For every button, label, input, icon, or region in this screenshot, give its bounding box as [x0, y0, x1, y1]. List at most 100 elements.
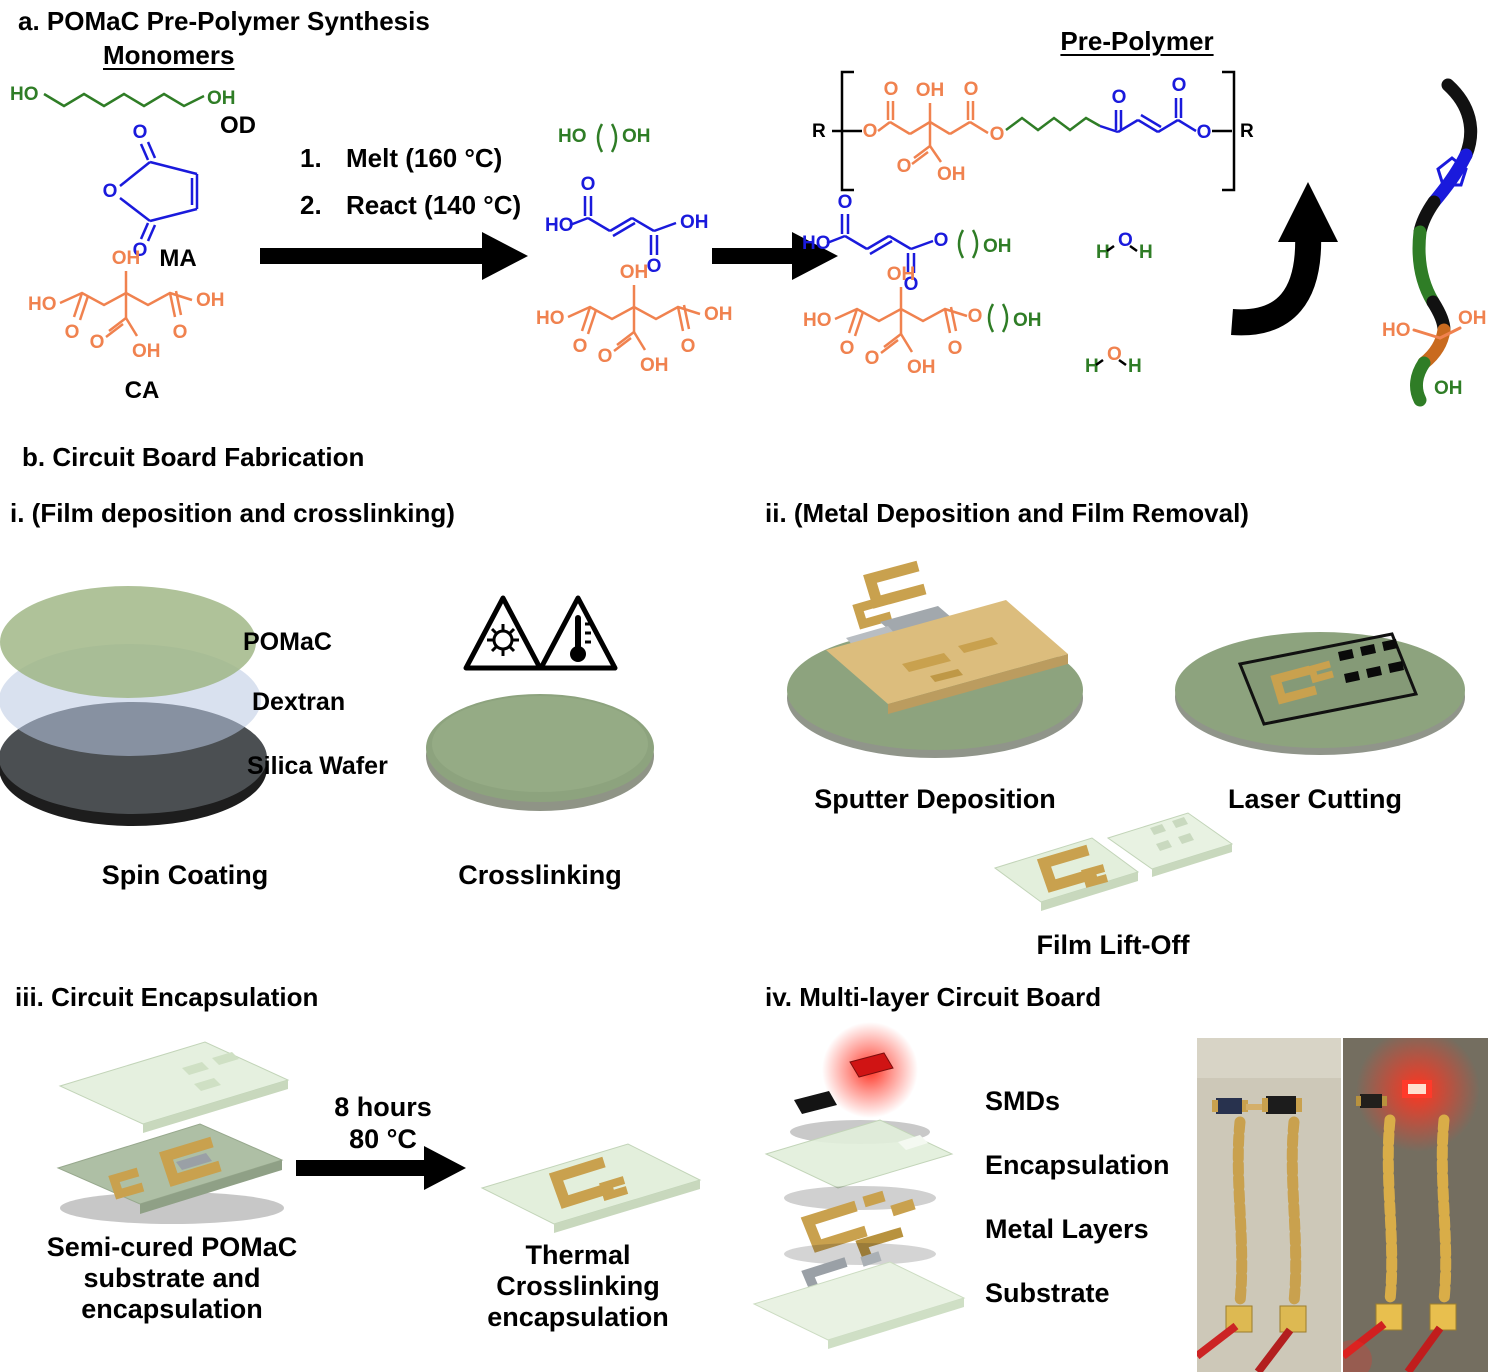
atom-label: OH — [704, 304, 733, 325]
step-iii-title: iii. Circuit Encapsulation — [15, 982, 319, 1012]
atom-label: O — [681, 336, 696, 357]
atom-label: OH — [112, 248, 141, 269]
heat-warning-icon — [538, 595, 618, 671]
atom-label: O — [964, 79, 979, 100]
atom-label: OH — [680, 212, 709, 233]
layer-label-pomac: POMaC — [243, 628, 332, 656]
atom-label: R — [1240, 121, 1254, 142]
black-smd — [794, 1091, 837, 1114]
atom-label: HO — [545, 215, 574, 236]
atom-label: OH — [887, 264, 916, 285]
od-label: OD — [220, 112, 256, 139]
atom-label: OH — [620, 262, 649, 283]
atom-label: O — [103, 181, 118, 202]
polymer-strand — [1410, 78, 1478, 407]
crosslinked-disc — [426, 694, 654, 811]
atom-label: O — [647, 256, 662, 277]
step2-number: 2. — [300, 190, 322, 220]
condensation-arrow — [1231, 182, 1338, 336]
atom-label: OH — [132, 341, 161, 362]
label-metal-layers: Metal Layers — [985, 1214, 1149, 1244]
spin-coating-stack — [0, 586, 267, 826]
citrate-ester-structure: HO O O OH O OH O OH — [803, 264, 1042, 378]
caption-line: Crosslinking — [496, 1271, 660, 1301]
layer-label-wafer: Silica Wafer — [247, 752, 388, 780]
multilayer-exploded-render — [752, 1022, 966, 1349]
polymer-strand-labels: HO OH OH — [1382, 308, 1487, 399]
ma-label: MA — [159, 245, 196, 272]
red-smd — [849, 1052, 894, 1078]
atom-label: O — [863, 121, 878, 142]
label-encapsulation: Encapsulation — [985, 1150, 1170, 1180]
sputter-deposition-render — [787, 560, 1083, 758]
atom-label: HO — [28, 294, 57, 315]
atom-label: OH — [640, 355, 669, 376]
fumarate-ester-structure: O HO O O OH — [802, 192, 1012, 295]
caption-laser: Laser Cutting — [1227, 784, 1403, 814]
laser-cutting-render — [1175, 632, 1465, 755]
thermal-arrow — [296, 1146, 466, 1190]
reaction-conditions: 1. Melt (160 °C) 2. React (140 °C) — [300, 143, 521, 221]
atom-label: OH — [937, 164, 966, 185]
atom-label: O — [865, 348, 880, 369]
semicured-stack-render — [56, 1041, 290, 1224]
monomers-heading: Monomers — [103, 40, 235, 70]
atom-label: R — [812, 121, 826, 142]
atom-label: O — [897, 156, 912, 177]
prepolymer-heading: Pre-Polymer — [1060, 26, 1214, 56]
caption-thermal: Thermal Crosslinking encapsulation — [487, 1240, 669, 1333]
atom-label: O — [1118, 230, 1133, 251]
atom-label: O — [904, 274, 919, 295]
substrate-layer — [752, 1261, 966, 1341]
step-iv-title: iv. Multi-layer Circuit Board — [765, 982, 1102, 1012]
atom-label: HO — [802, 233, 831, 254]
atom-label: OH — [907, 357, 936, 378]
atom-label: O — [934, 230, 949, 251]
thermal-crosslinked-render — [480, 1143, 702, 1233]
condition-hours: 8 hours — [334, 1092, 432, 1122]
atom-label: O — [573, 336, 588, 357]
atom-label: OH — [983, 236, 1012, 257]
atom-label: O — [65, 322, 80, 343]
caption-line: substrate and — [83, 1263, 261, 1293]
atom-label: O — [581, 174, 596, 195]
diol-abbrev-structure: HO OH — [558, 123, 651, 153]
reaction-arrow-2 — [712, 232, 838, 280]
caption-spin-coating: Spin Coating — [101, 860, 269, 890]
atom-label: OH — [207, 88, 236, 109]
encapsulation-layer — [764, 1119, 954, 1189]
fumaric-acid-structure: O HO O OH — [545, 174, 709, 277]
caption-line: Thermal — [525, 1240, 631, 1270]
atom-label: H — [1096, 242, 1110, 263]
water-molecule-1: H O H — [1096, 230, 1153, 263]
panel-b-title: b. Circuit Board Fabrication — [22, 442, 365, 472]
atom-label: OH — [622, 126, 651, 147]
caption-line: encapsulation — [487, 1302, 669, 1332]
caption-liftoff: Film Lift-Off — [1036, 930, 1190, 960]
panel-a-title: a. POMaC Pre-Polymer Synthesis — [18, 6, 430, 36]
atom-label: HO — [803, 310, 832, 331]
ca-structure-2: HO O O OH O OH OH — [536, 262, 733, 376]
step1-text: Melt (160 °C) — [346, 143, 503, 173]
strand-ring-icon — [1436, 156, 1468, 187]
layer-label-dextran: Dextran — [252, 688, 346, 716]
water-molecule-2: H O H — [1085, 344, 1142, 377]
label-substrate: Substrate — [985, 1278, 1110, 1308]
caption-crosslinking: Crosslinking — [458, 860, 622, 890]
atom-label: O — [990, 124, 1005, 145]
atom-label: O — [1112, 87, 1127, 108]
atom-label: O — [90, 332, 105, 353]
atom-label: OH — [1013, 310, 1042, 331]
label-smds: SMDs — [985, 1086, 1061, 1116]
atom-label: O — [838, 192, 853, 213]
atom-label: HO — [10, 84, 39, 105]
ma-structure: O O O — [103, 122, 199, 261]
atom-label: O — [133, 122, 148, 143]
film-liftoff-render — [993, 812, 1234, 911]
atom-label: H — [1139, 242, 1153, 263]
atom-label: OH — [916, 80, 945, 101]
atom-label: O — [1107, 344, 1122, 365]
atom-label: O — [133, 240, 148, 261]
